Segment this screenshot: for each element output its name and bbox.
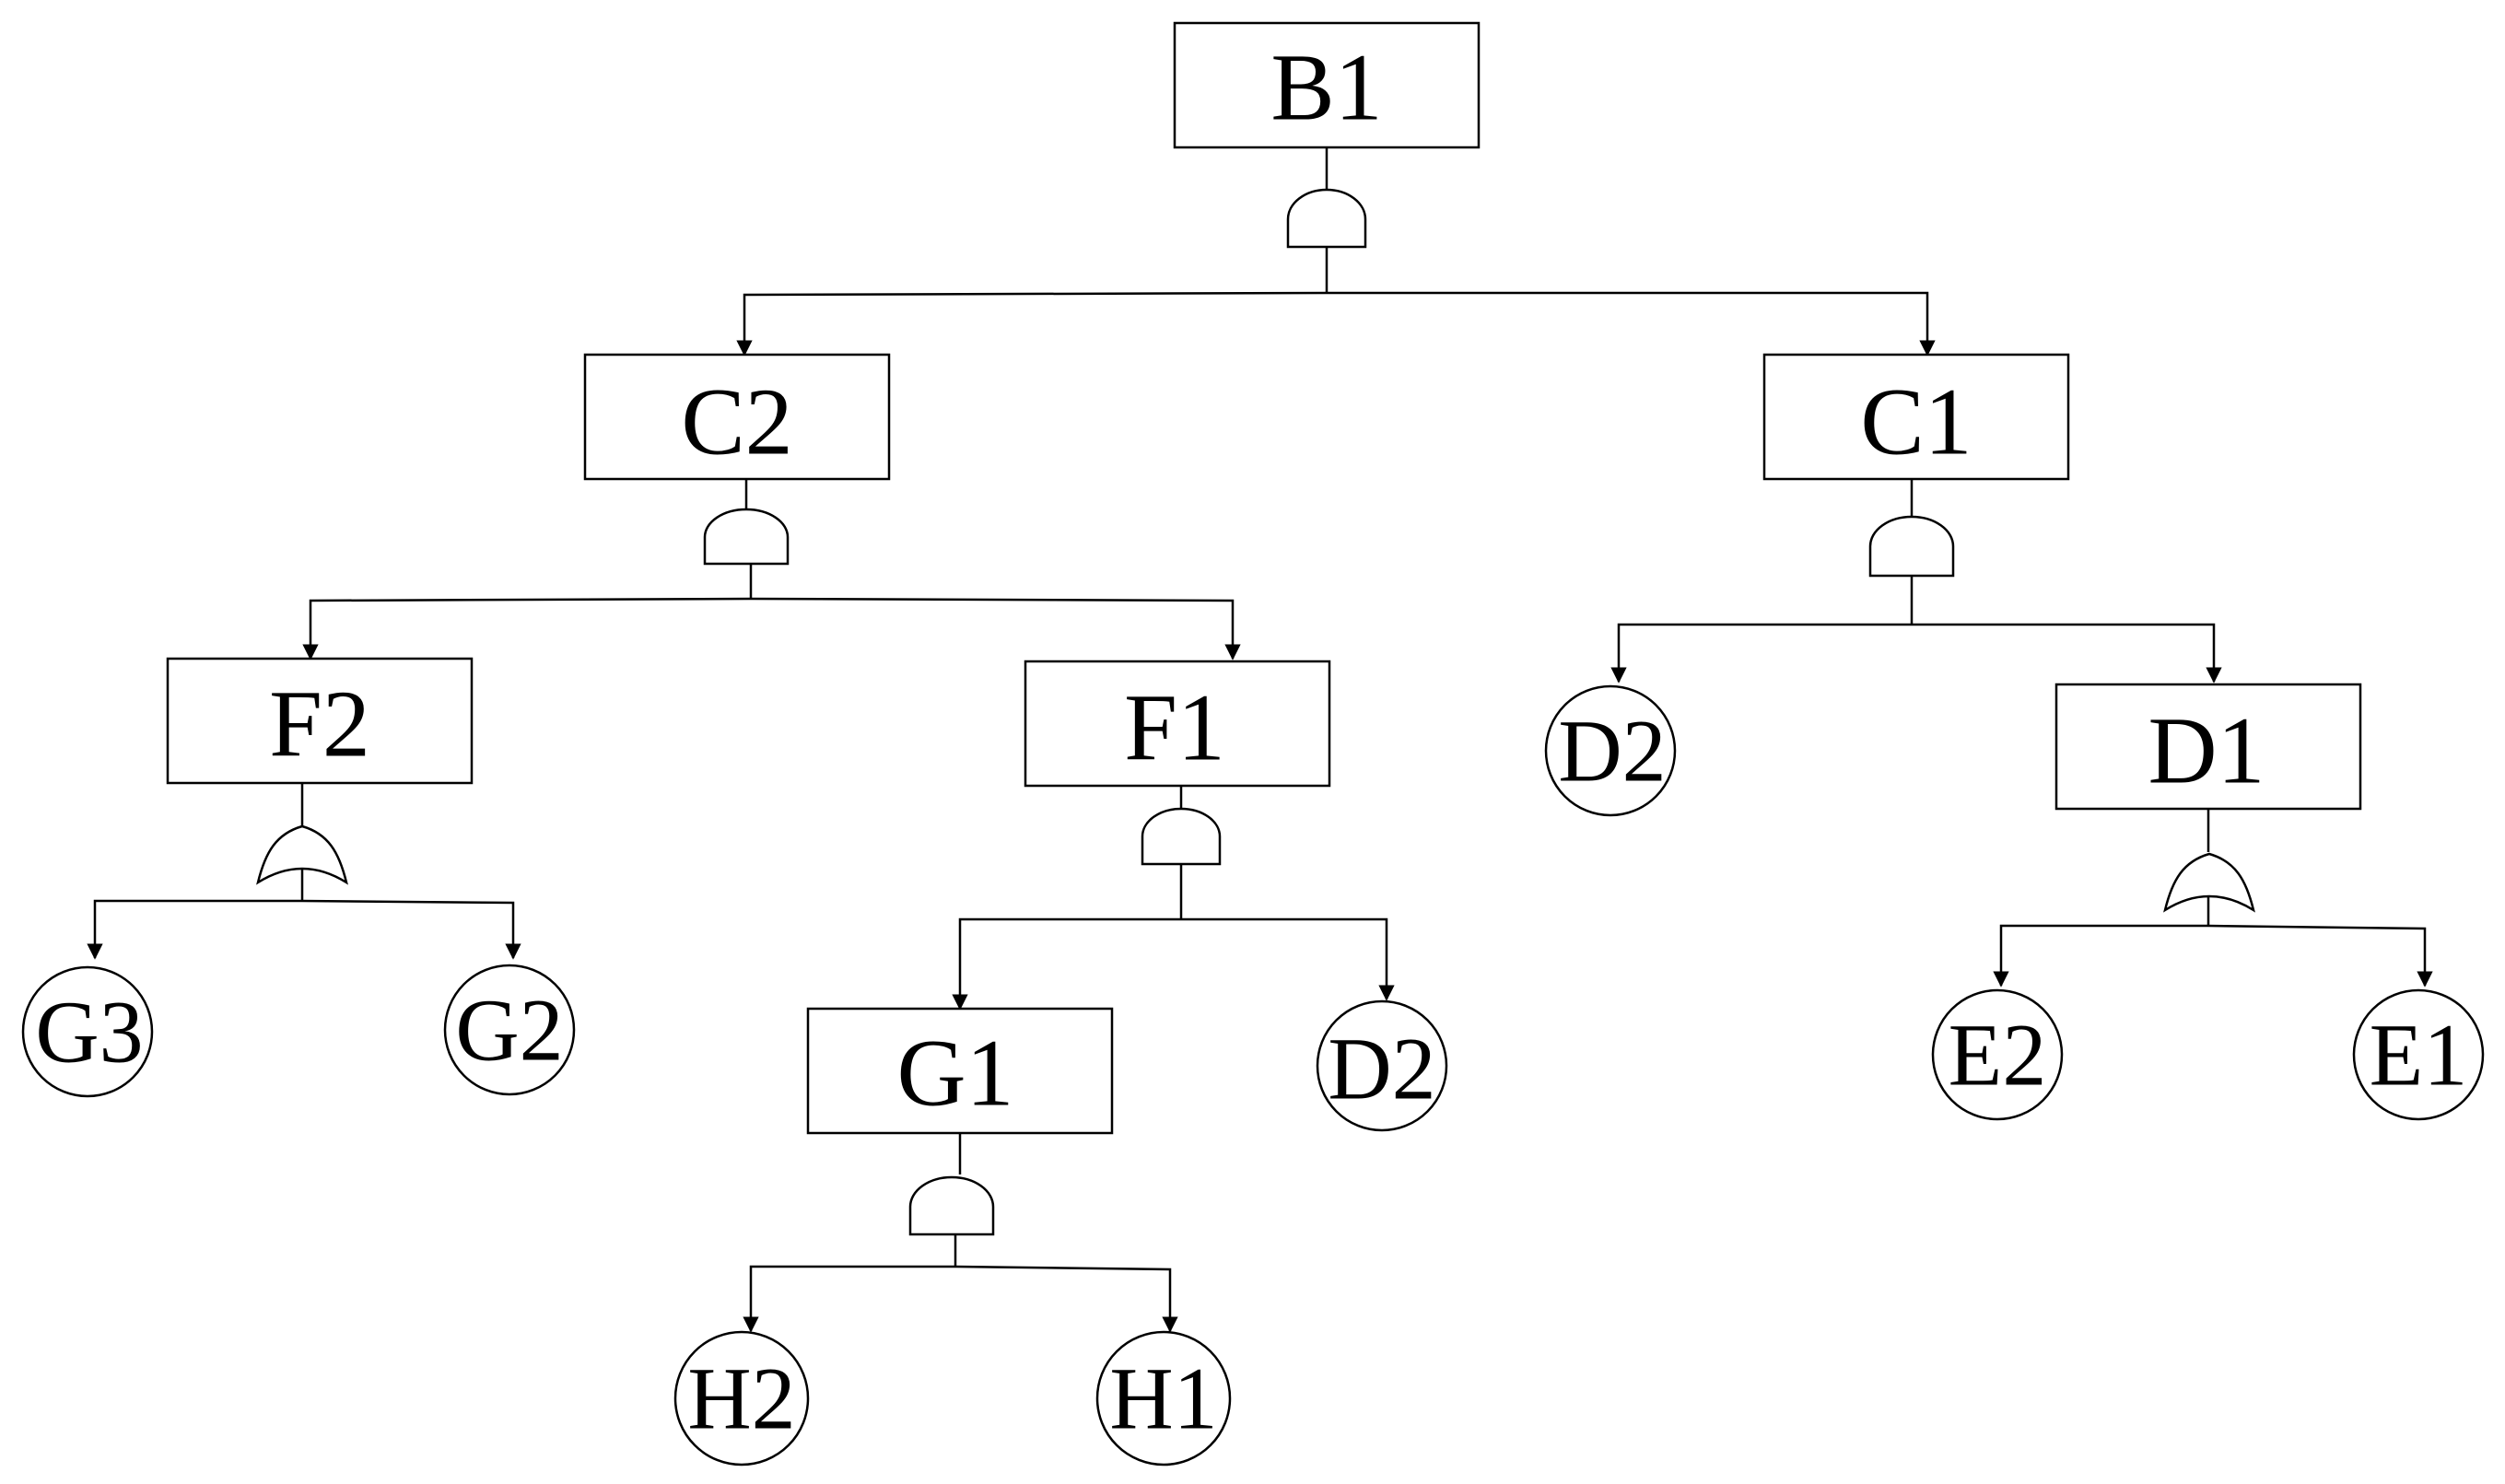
node-b1: B1	[1173, 21, 1481, 149]
event-d2-mid: D2	[1316, 999, 1448, 1132]
event-d2-mid-label: D2	[1328, 1020, 1435, 1118]
node-f1: F1	[1024, 660, 1331, 788]
node-d1: D1	[2054, 683, 2362, 811]
node-c2-label: C2	[681, 369, 792, 475]
and-gate-g1	[908, 1175, 995, 1236]
event-g3-label: G3	[35, 983, 143, 1081]
or-gate-f2	[256, 824, 348, 885]
node-c2: C2	[583, 353, 891, 481]
event-d2-right-label: D2	[1558, 702, 1666, 800]
event-e1: E1	[2352, 988, 2485, 1121]
event-g2-label: G2	[455, 981, 563, 1080]
and-gate-c2	[703, 508, 790, 566]
event-h1-label: H1	[1109, 1350, 1217, 1448]
and-gate-f1	[1141, 807, 1222, 866]
node-f2: F2	[166, 657, 474, 785]
event-h1: H1	[1095, 1330, 1232, 1466]
event-g3: G3	[21, 965, 154, 1098]
event-h2: H2	[673, 1330, 810, 1466]
event-g2: G2	[443, 964, 576, 1096]
node-d1-label: D1	[2148, 698, 2265, 804]
node-b1-label: B1	[1270, 35, 1382, 141]
node-f1-label: F1	[1124, 675, 1225, 781]
event-e2-label: E2	[1949, 1006, 2047, 1104]
or-gate-d1	[2163, 852, 2255, 913]
event-d2-right: D2	[1544, 684, 1677, 817]
event-e2: E2	[1931, 988, 2064, 1121]
node-g1: G1	[806, 1007, 1114, 1135]
node-f2-label: F2	[269, 672, 370, 777]
and-gate-b1	[1286, 188, 1367, 249]
node-c1: C1	[1762, 353, 2070, 481]
node-g1-label: G1	[896, 1021, 1013, 1127]
and-gate-c1	[1868, 515, 1955, 578]
event-h2-label: H2	[687, 1350, 795, 1448]
node-c1-label: C1	[1860, 369, 1972, 475]
event-e1-label: E1	[2370, 1006, 2468, 1104]
